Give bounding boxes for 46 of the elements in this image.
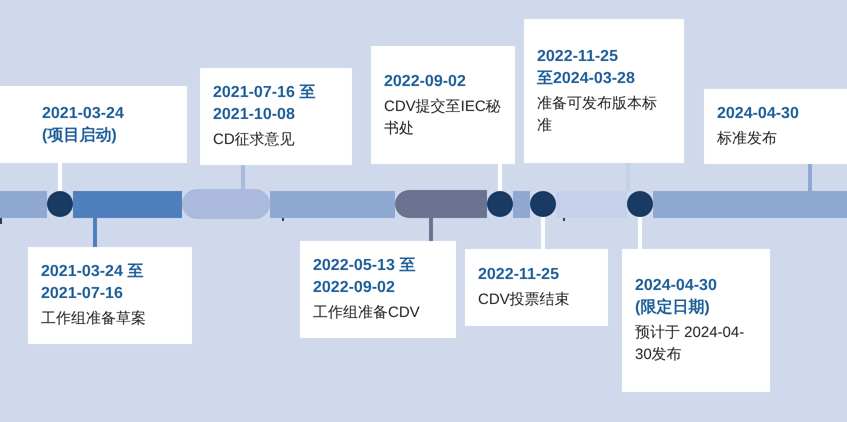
milestone-card bbox=[28, 247, 192, 344]
timeline-segment bbox=[73, 191, 182, 218]
milestone-dot bbox=[627, 191, 653, 217]
milestone-card bbox=[524, 19, 684, 163]
milestone-card bbox=[200, 68, 352, 165]
milestone-date: 2024-04-30 (限定日期) bbox=[635, 276, 718, 318]
milestone-dot bbox=[530, 191, 556, 217]
milestone-card bbox=[704, 89, 847, 164]
timeline-segment bbox=[395, 190, 487, 218]
milestone-description: 工作组准备草案 bbox=[41, 309, 147, 329]
milestone-date: 2024-04-30 bbox=[717, 104, 800, 124]
leader-line bbox=[808, 164, 812, 191]
leader-line bbox=[498, 164, 502, 191]
milestone-card bbox=[300, 241, 456, 338]
leader-line bbox=[638, 217, 642, 249]
timeline-segment bbox=[0, 191, 47, 218]
milestone-date: 2021-03-24 (项目启动) bbox=[42, 104, 125, 146]
timeline-segment bbox=[653, 191, 847, 218]
milestone-card bbox=[622, 249, 770, 392]
milestone-card bbox=[0, 86, 187, 163]
milestone-date: 2021-03-24 至 2021-07-16 bbox=[41, 262, 144, 304]
milestone-date: 2022-09-02 bbox=[384, 72, 467, 92]
milestone-date: 2021-07-16 至 2021-10-08 bbox=[213, 83, 316, 125]
timeline-segment bbox=[270, 191, 395, 218]
leader-line bbox=[541, 217, 545, 249]
milestone-description: 预计于 2024-04-30发布 bbox=[635, 323, 746, 365]
leader-line bbox=[241, 163, 245, 189]
milestone-description: 标准发布 bbox=[717, 129, 778, 149]
milestone-card bbox=[371, 46, 515, 164]
timeline-segment bbox=[182, 189, 270, 219]
milestone-description: CD征求意见 bbox=[213, 130, 296, 150]
milestone-card bbox=[465, 249, 608, 326]
milestone-description: CDV投票结束 bbox=[478, 290, 571, 310]
timeline-segment bbox=[556, 191, 627, 218]
milestone-dot bbox=[487, 191, 513, 217]
milestone-date: 2022-11-25 bbox=[478, 265, 560, 285]
milestone-dot bbox=[47, 191, 73, 217]
milestone-date: 2022-05-13 至 2022-09-02 bbox=[313, 256, 416, 298]
leader-line bbox=[58, 163, 62, 191]
timeline-segment bbox=[513, 191, 530, 218]
milestone-description: CDV提交至IEC秘书处 bbox=[384, 96, 502, 138]
milestone-description: 准备可发布版本标准 bbox=[537, 94, 658, 136]
leader-line bbox=[429, 218, 433, 241]
leader-line bbox=[93, 218, 97, 247]
milestone-description: 工作组准备CDV bbox=[313, 303, 421, 323]
milestone-date: 2022-11-25 至2024-03-28 bbox=[537, 46, 636, 88]
